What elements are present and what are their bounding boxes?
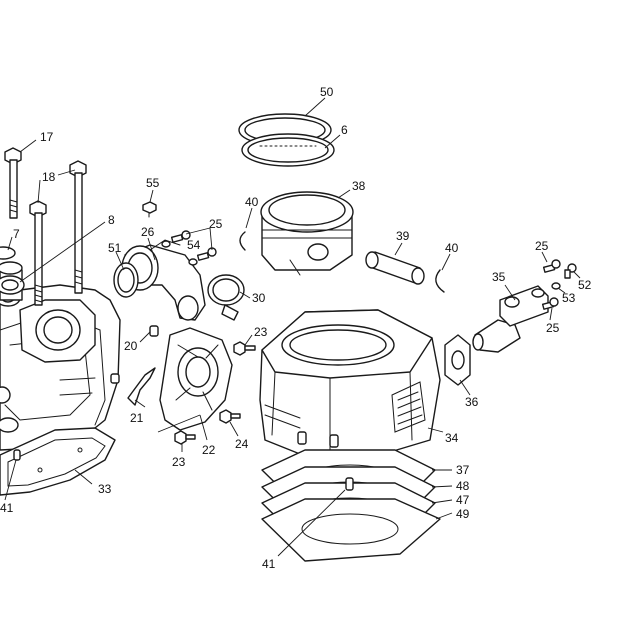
circlip-40-left-part [239,231,246,251]
piston-38-part [260,191,354,276]
exhaust-gasket-36-part [444,334,471,386]
intake-ring-51-part [113,262,139,298]
piston-ring-6-part [241,133,335,167]
screw-25-left-part [170,230,191,243]
dowel-right-part [345,477,354,491]
callout-25: 25 [546,321,560,335]
callout-25: 25 [209,217,223,231]
callout-51: 51 [108,241,122,255]
callout-21: 21 [130,411,144,425]
screw-23-upper-part [233,341,256,356]
callout-30: 30 [252,291,266,305]
callout-52: 52 [578,278,592,292]
head-gasket-part [0,427,116,496]
callout-labels: 17 18 8 7 55 25 26 54 51 30 20 23 21 22 … [0,85,592,571]
cylinder-34-part [259,309,441,459]
part-8 [0,275,25,295]
screw-55-part [142,201,157,218]
callout-23: 23 [254,325,268,339]
washer-53-part [551,282,561,290]
callout-49: 49 [456,507,470,521]
callout-23: 23 [172,455,186,469]
callout-36: 36 [465,395,479,409]
reed-cover-22-part [159,327,233,431]
callout-22: 22 [202,443,216,457]
cylinder-head-part [0,261,121,451]
screw-23-lower-part [174,430,196,445]
callout-26: 26 [141,225,155,239]
piston-pin-39-part [365,251,425,285]
exhaust-valve-35-part [472,285,549,353]
callout-18: 18 [42,170,56,184]
base-gasket-49-part [261,498,441,562]
callout-35: 35 [492,270,506,284]
callout-34: 34 [445,431,459,445]
reed-gasket-21-part [127,367,156,406]
callout-7: 7 [13,227,20,241]
callout-40: 40 [245,195,259,209]
callout-54: 54 [187,238,201,252]
head-bolt-17-part [4,147,22,219]
callout-53: 53 [562,291,576,305]
callout-20: 20 [124,339,138,353]
oring-7-part [0,246,16,260]
callout-47: 47 [456,493,470,507]
callout-17: 17 [40,130,54,144]
callout-38: 38 [352,179,366,193]
callout-24: 24 [235,437,249,451]
callout-48: 48 [456,479,470,493]
dowel-left-part [13,449,21,461]
screw-52-part [564,263,577,279]
circlip-40-right-part [435,269,445,293]
hose-clamp-30-part [207,274,245,321]
callout-25: 25 [535,239,549,253]
washer-54b-part [188,258,198,266]
callout-6: 6 [341,123,348,137]
screw-24-part [219,409,241,424]
callout-33: 33 [98,482,112,496]
washer-54-part [161,240,171,248]
callout-39: 39 [396,229,410,243]
head-bolt-long-part [69,160,87,294]
spacer-part [110,373,120,384]
leader-lines [4,97,581,557]
screw-25-valve-top-part [542,259,561,273]
callout-55: 55 [146,176,160,190]
callout-37: 37 [456,463,470,477]
callout-8: 8 [108,213,115,227]
screw-25-valve-bottom-part [541,297,559,310]
callout-40: 40 [445,241,459,255]
screw-25-right-part [196,247,217,261]
callout-50: 50 [320,85,334,99]
callout-41: 41 [0,501,14,515]
pin-20-part [149,325,159,337]
intake-manifold-part [121,239,206,321]
callout-41: 41 [262,557,276,571]
